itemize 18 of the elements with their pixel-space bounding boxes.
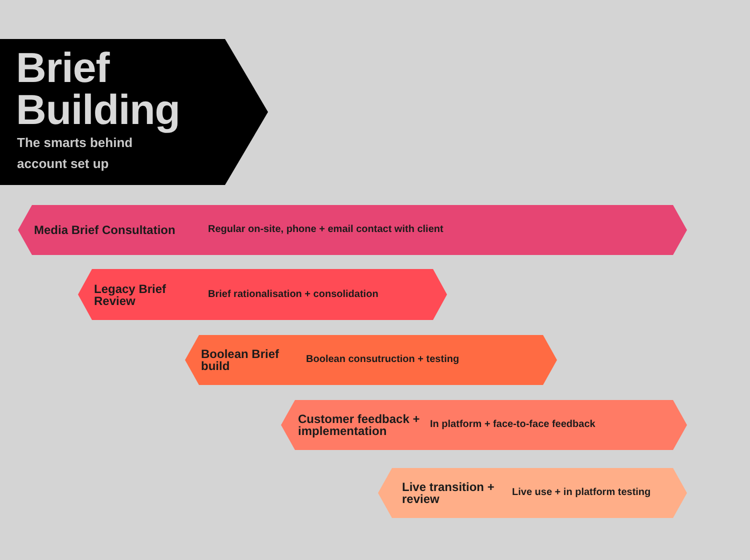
stage-title: Legacy Brief Review bbox=[94, 282, 168, 306]
stage-title: Live transition + review bbox=[402, 481, 496, 505]
stage-banner bbox=[18, 205, 687, 255]
banner-subheading: The smarts behind account set up bbox=[17, 134, 134, 173]
stage-banner bbox=[78, 269, 447, 320]
stage-description: In platform + face-to-face feedback bbox=[430, 419, 596, 431]
stage-description: Boolean consutruction + testing bbox=[306, 354, 460, 366]
banner-heading: Brief Building bbox=[16, 47, 181, 131]
title-banner bbox=[0, 39, 268, 185]
stage-description: Brief rationalisation + consolidation bbox=[208, 288, 378, 300]
stage-title: Media Brief Consultation bbox=[34, 224, 176, 236]
stage-banner bbox=[281, 400, 687, 450]
stage-banner bbox=[378, 468, 687, 518]
stage-title: Boolean Brief build bbox=[201, 348, 280, 372]
stage-title: Customer feedback + implementation bbox=[298, 413, 421, 437]
stage-description: Regular on-site, phone + email contact with client bbox=[208, 224, 444, 236]
stage-description: Live use + in platform testing bbox=[512, 487, 651, 499]
stage-banner bbox=[185, 335, 557, 385]
